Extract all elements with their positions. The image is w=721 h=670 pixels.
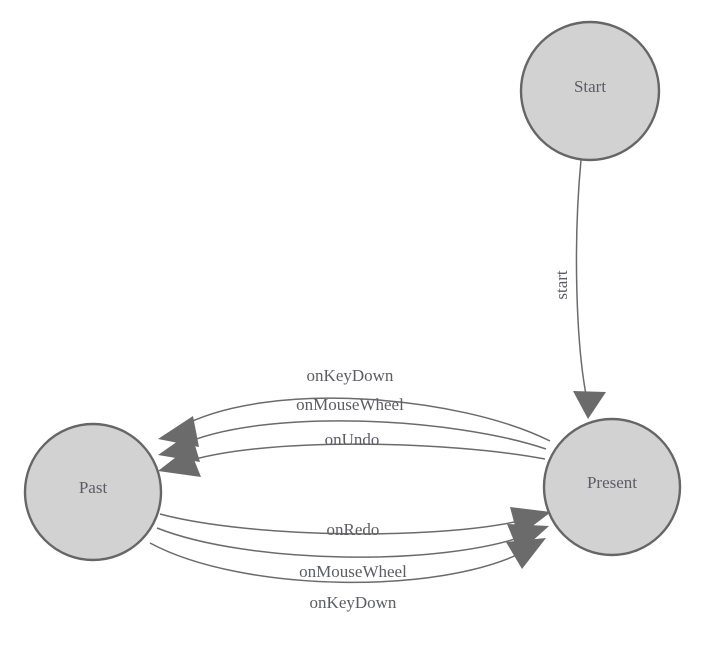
- edge-onundo-label: onUndo: [325, 430, 380, 449]
- edge-start-path: [575, 159, 588, 401]
- node-past[interactable]: Past: [23, 422, 163, 562]
- edge-onundo[interactable]: onUndo: [158, 430, 546, 477]
- edge-onmousewheel-to-present-label: onMouseWheel: [299, 562, 407, 581]
- node-start[interactable]: Start: [519, 20, 661, 162]
- node-start-label: Start: [574, 77, 606, 96]
- edge-onredo-label: onRedo: [327, 520, 380, 539]
- edge-onmousewheel-to-past-path: [180, 420, 547, 450]
- edge-onmousewheel-to-past[interactable]: onMouseWheel: [158, 395, 547, 462]
- node-past-label: Past: [79, 478, 108, 497]
- edge-onredo[interactable]: onRedo: [159, 507, 551, 539]
- edge-onkeydown-to-past-label: onKeyDown: [307, 366, 394, 385]
- edge-onundo-arrowhead: [158, 447, 201, 477]
- edge-start-label: start: [552, 270, 571, 300]
- edge-onundo-path: [181, 443, 546, 464]
- edge-onkeydown-to-present-arrowhead: [506, 538, 546, 569]
- edge-start-arrowhead: [573, 391, 606, 419]
- edge-onkeydown-to-present-label: onKeyDown: [310, 593, 397, 612]
- node-present-circle: [542, 417, 682, 557]
- edge-onmousewheel-to-past-label: onMouseWheel: [296, 395, 404, 414]
- edge-onkeydown-to-past-path: [179, 397, 551, 442]
- node-present-label: Present: [587, 473, 637, 492]
- node-past-circle: [23, 422, 163, 562]
- edge-onredo-path: [159, 513, 529, 535]
- edge-onmousewheel-to-present-path: [156, 527, 528, 558]
- node-start-circle: [519, 20, 661, 162]
- edge-onkeydown-to-present[interactable]: onKeyDown: [149, 538, 546, 612]
- node-present[interactable]: Present: [542, 417, 682, 557]
- edge-onkeydown-to-present-path: [149, 542, 526, 584]
- edge-start[interactable]: start: [552, 159, 606, 419]
